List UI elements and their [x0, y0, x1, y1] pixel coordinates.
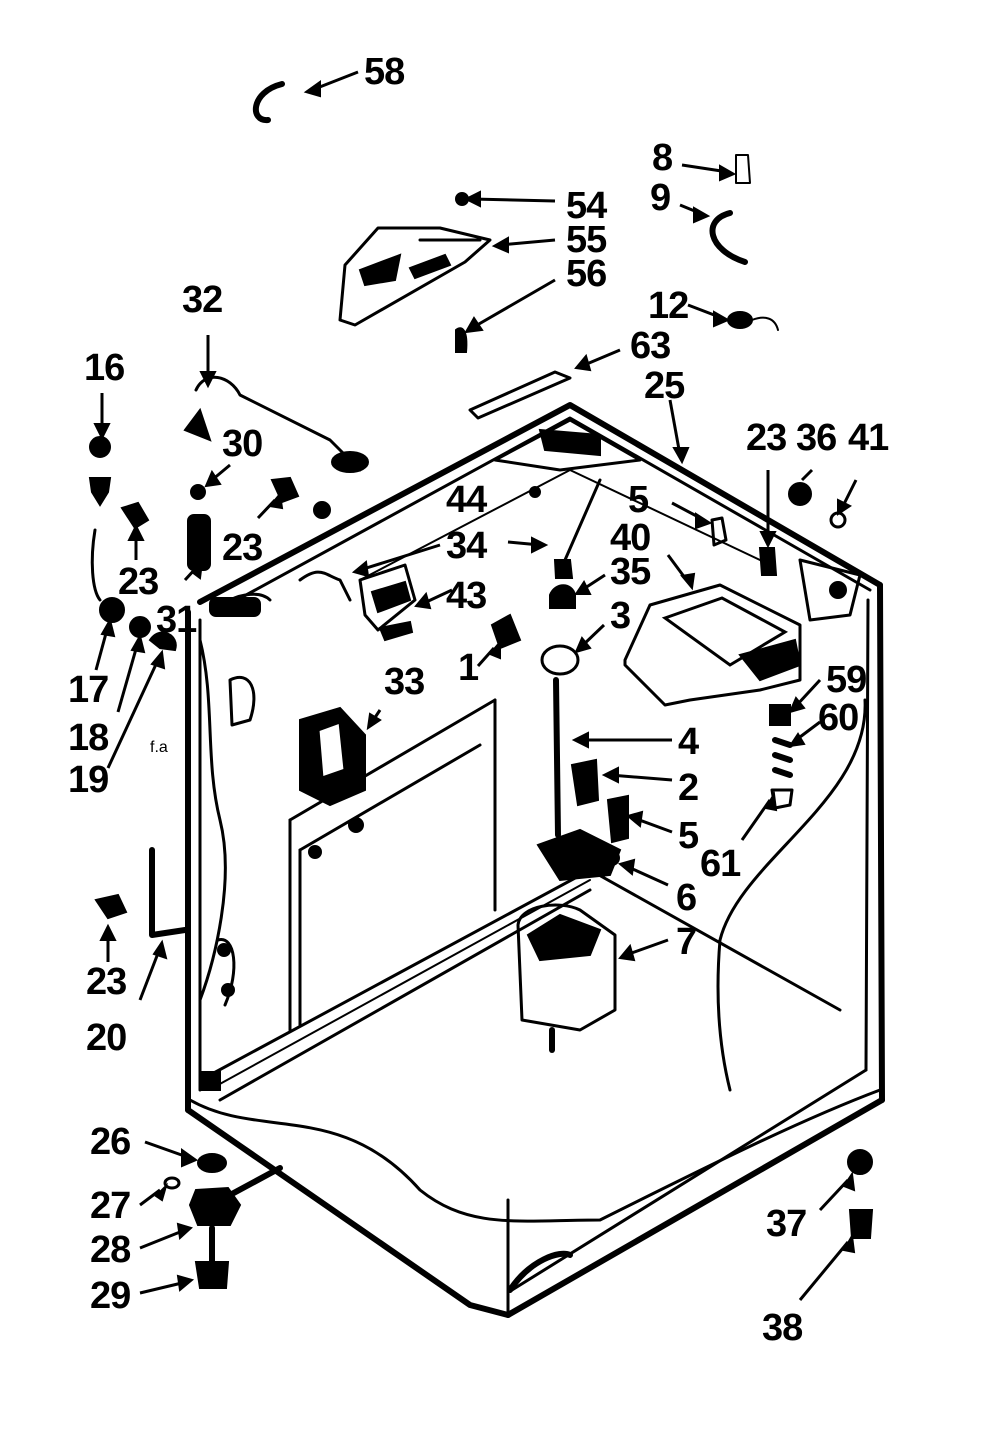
part-16-screws	[88, 436, 112, 602]
part-63-strip	[468, 370, 572, 420]
callout-2: 2	[678, 767, 698, 809]
callout-31: 31	[156, 599, 197, 641]
part-9-clamp	[709, 210, 748, 265]
callout-34: 34	[446, 525, 487, 567]
part-3-bushing	[540, 644, 580, 676]
callout-12: 12	[648, 285, 688, 327]
callout-9: 9	[650, 177, 670, 219]
callout-35: 35	[610, 551, 651, 593]
callout-27: 27	[90, 1185, 130, 1227]
callout-28: 28	[90, 1229, 130, 1271]
callout-29: 29	[90, 1275, 130, 1317]
callout-numbers: 58 8 9 54 55 56 12 63 25 32 16 30 23 23 …	[68, 51, 890, 1349]
callout-32: 32	[182, 279, 222, 321]
part-59-valve	[769, 704, 791, 726]
part-43-switch	[358, 563, 417, 642]
callout-63: 63	[630, 325, 670, 367]
part-23-screw-a	[120, 501, 150, 530]
callout-37: 37	[766, 1203, 806, 1245]
callout-1: 1	[458, 647, 479, 689]
top-brace-assembly	[493, 418, 642, 579]
callout-18: 18	[68, 717, 108, 759]
callout-8: 8	[652, 137, 672, 179]
part-56-screw	[455, 327, 468, 353]
callout-16: 16	[84, 347, 124, 389]
part-5-sleeve	[606, 794, 629, 844]
part-6-gearcase	[536, 828, 622, 882]
callout-38: 38	[762, 1307, 802, 1349]
callout-30: 30	[222, 423, 262, 465]
part-35-cap	[549, 584, 576, 609]
leveling-leg-assembly	[163, 1153, 283, 1289]
part-44-lever	[298, 570, 352, 602]
mark-fa: f.a	[150, 739, 168, 756]
part-37-nut	[847, 1149, 873, 1175]
callout-25: 25	[644, 365, 685, 407]
callout-33: 33	[384, 661, 424, 703]
part-5-clip	[710, 516, 728, 547]
callout-40: 40	[610, 517, 650, 559]
callout-58: 58	[364, 51, 404, 93]
callout-36: 36	[796, 417, 836, 459]
callout-59: 59	[826, 659, 866, 701]
callout-43: 43	[446, 575, 486, 617]
part-2-sleeve	[570, 758, 600, 807]
part-20-bracket	[149, 847, 188, 938]
callout-20: 20	[86, 1017, 126, 1059]
part-38-bolt	[848, 1209, 874, 1239]
part-1-plug	[490, 613, 522, 650]
part-23-screw-d	[94, 893, 128, 920]
part-7-motor	[516, 903, 617, 1053]
callout-23-d: 23	[86, 961, 126, 1003]
callout-26: 26	[90, 1121, 130, 1163]
part-33-relay	[299, 706, 366, 859]
callout-4: 4	[678, 721, 699, 763]
callout-60: 60	[818, 697, 858, 739]
part-23-screw-c	[758, 547, 778, 576]
part-36-nut	[788, 482, 812, 506]
callout-17: 17	[68, 669, 108, 711]
callout-41: 41	[848, 417, 889, 459]
callout-5-a: 5	[628, 479, 649, 521]
part-19-clip	[148, 631, 177, 652]
part-40-housing	[623, 583, 802, 707]
leader-lines	[93, 70, 858, 1301]
part-55-bracket	[338, 226, 492, 327]
callout-23-c: 23	[746, 417, 786, 459]
left-bracket	[216, 676, 256, 1007]
callout-56: 56	[566, 253, 606, 295]
corner-bracket	[798, 558, 862, 622]
callout-44: 44	[446, 479, 487, 521]
part-4-shaft	[553, 677, 561, 838]
callout-7: 7	[676, 921, 696, 963]
callout-6: 6	[676, 877, 696, 919]
callout-54: 54	[566, 185, 607, 227]
part-17-washer	[99, 597, 125, 623]
part-58-clip	[252, 81, 285, 123]
part-30-spring	[187, 484, 211, 571]
part-12-grommet	[727, 311, 779, 331]
part-8-pin	[735, 154, 751, 184]
part-32-harness	[183, 375, 369, 519]
callout-55: 55	[566, 219, 607, 261]
callout-19: 19	[68, 759, 108, 801]
callout-23-a: 23	[118, 561, 158, 603]
callout-61: 61	[700, 843, 741, 885]
callout-23-b: 23	[222, 527, 262, 569]
callout-5-b: 5	[678, 815, 699, 857]
callout-3: 3	[610, 595, 630, 637]
